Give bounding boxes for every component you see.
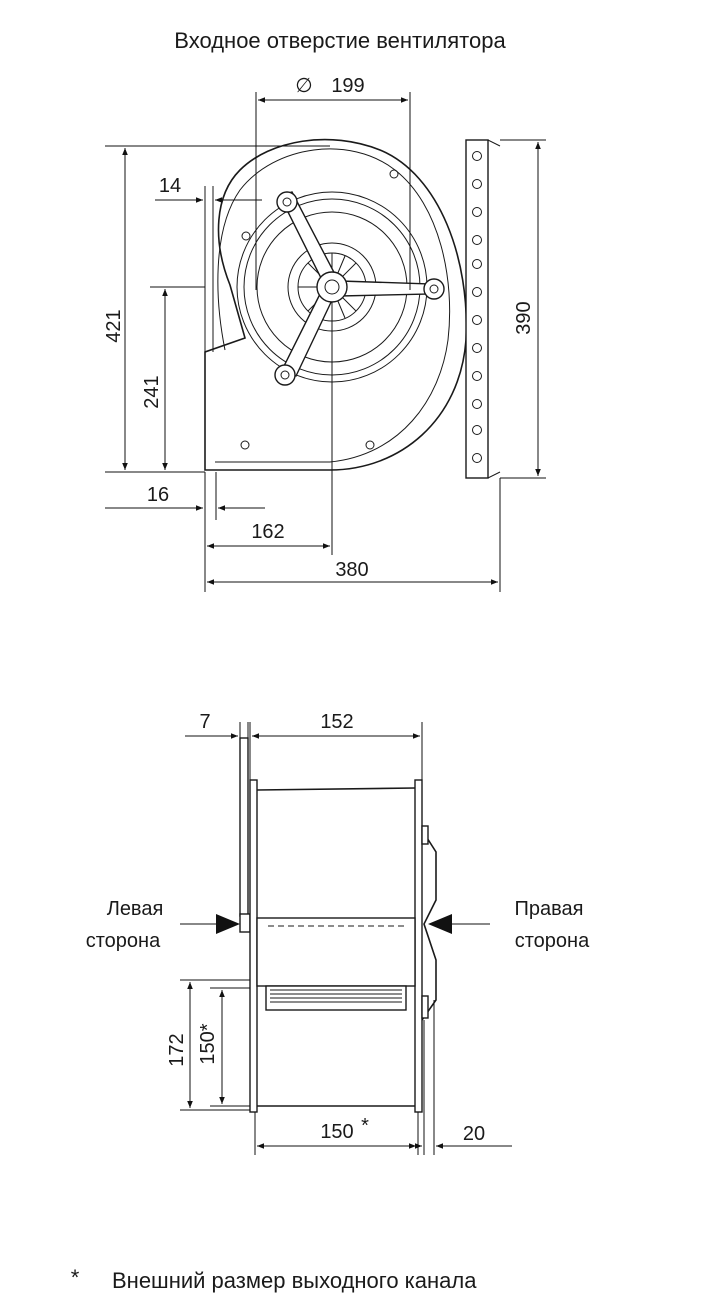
side-view: Левая сторона Правая сторона 7 152 172 1… (86, 711, 590, 1155)
dim-inlet-diameter: 199 (331, 75, 364, 97)
mount-lug-bottom (274, 364, 296, 386)
dim-152: 152 (320, 711, 353, 733)
front-view: ∅ 199 14 421 241 390 16 162 380 (103, 75, 546, 592)
footnote-marker: * (71, 1265, 80, 1290)
drawing-title: Входное отверстие вентилятора (174, 28, 506, 53)
dim-diameter-symbol: ∅ (295, 75, 312, 97)
dim-150-horizontal: 150 (320, 1121, 353, 1143)
mount-arm-right (339, 280, 433, 297)
housing-outline (204, 138, 468, 471)
dim-390: 390 (513, 301, 535, 334)
right-side-wall (414, 779, 423, 1113)
footnote-text: Внешний размер выходного канала (112, 1268, 477, 1293)
dim-7: 7 (199, 711, 210, 733)
left-side-label-2: сторона (86, 930, 161, 952)
dim-14: 14 (159, 175, 181, 197)
dim-421: 421 (103, 309, 125, 342)
left-side-wall (249, 779, 258, 1113)
flange-holes (472, 151, 482, 463)
dim-20: 20 (463, 1123, 485, 1145)
outlet-flange (465, 139, 489, 479)
left-side-arrow (216, 914, 240, 934)
right-side-arrow (428, 914, 452, 934)
motor-bracket (421, 829, 437, 1021)
dim-241: 241 (141, 375, 163, 408)
left-side-label-1: Левая (107, 898, 164, 920)
inlet-ring (239, 913, 251, 933)
housing-hole (240, 440, 250, 450)
mount-lug-top (276, 191, 298, 213)
housing-hole (389, 169, 399, 179)
motor-body (256, 917, 416, 987)
dim-150-star: * (361, 1115, 369, 1137)
right-side-label-1: Правая (515, 898, 584, 920)
dim-162: 162 (251, 521, 284, 543)
housing-hole (365, 440, 375, 450)
housing-hole (241, 231, 251, 241)
mount-arm-bottom (281, 289, 335, 377)
mount-lug-right (423, 278, 445, 300)
shaft-hub (316, 271, 348, 303)
inlet-plate (239, 737, 249, 917)
dim-172: 172 (166, 1033, 188, 1066)
housing-body (256, 787, 416, 1107)
dim-380: 380 (335, 559, 368, 581)
bracket-tab (421, 995, 429, 1019)
bracket-tab (421, 825, 429, 845)
right-side-label-2: сторона (515, 930, 590, 952)
dim-150-vertical: 150* (197, 1023, 219, 1064)
dim-16: 16 (147, 484, 169, 506)
